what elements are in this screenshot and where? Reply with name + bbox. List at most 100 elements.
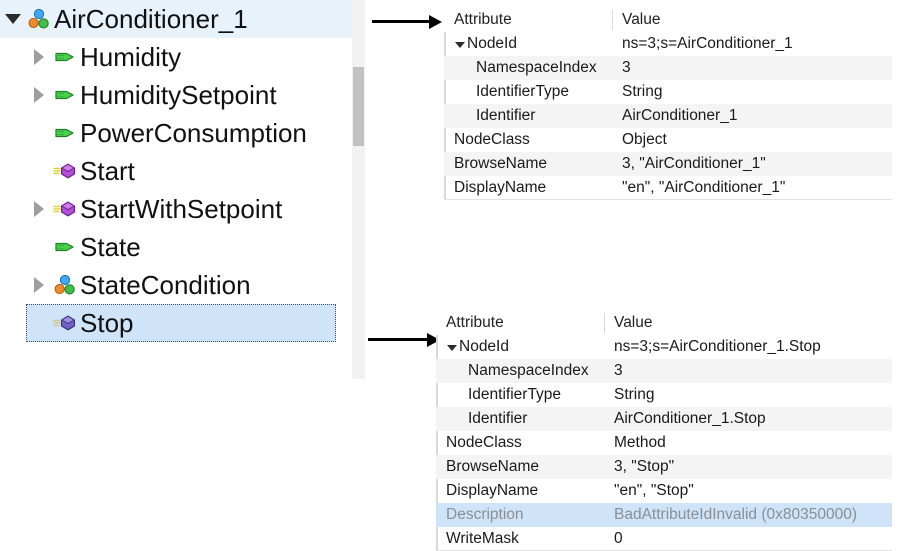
table-row[interactable]: Description BadAttributeIdInvalid (0x8035… xyxy=(436,503,892,527)
attribute-name-label: NodeId xyxy=(467,35,517,52)
attribute-value-cell: 3, "Stop" xyxy=(614,458,675,475)
table-row[interactable]: NamespaceIndex 3 xyxy=(444,56,892,80)
attribute-name-cell: NamespaceIndex xyxy=(444,59,612,77)
tree-scrollbar-thumb[interactable] xyxy=(353,67,364,146)
chevron-right-icon[interactable] xyxy=(26,201,52,217)
attribute-value-cell: ns=3;s=AirConditioner_1 xyxy=(622,35,793,52)
chevron-down-icon[interactable] xyxy=(446,345,458,351)
attribute-name-label: DisplayName xyxy=(454,179,547,196)
column-separator[interactable] xyxy=(612,10,613,30)
attribute-name-cell: NodeId xyxy=(444,35,612,53)
header-value: Value xyxy=(622,11,661,28)
variable-icon xyxy=(52,124,78,142)
chevron-down-icon[interactable] xyxy=(454,42,466,48)
arrow-to-top-table xyxy=(372,15,442,29)
attribute-name-cell: IdentifierType xyxy=(436,386,604,404)
tree-item-statecondition[interactable]: StateCondition xyxy=(26,266,366,304)
attribute-name-cell: NamespaceIndex xyxy=(436,362,604,380)
attribute-table-header: Attribute Value xyxy=(444,8,892,32)
attribute-name-label: Identifier xyxy=(476,107,536,124)
tree-item-label: HumiditySetpoint xyxy=(80,80,277,110)
attribute-value-cell: BadAttributeIdInvalid (0x80350000) xyxy=(614,506,857,523)
tree-item-startwithsetpoint[interactable]: StartWithSetpoint xyxy=(26,190,366,228)
tree-item-label: StartWithSetpoint xyxy=(80,194,283,224)
attribute-table-airconditioner[interactable]: Attribute Value NodeId ns=3;s=AirConditio… xyxy=(444,8,892,200)
method-icon xyxy=(52,161,78,181)
column-separator xyxy=(604,409,605,429)
column-separator xyxy=(612,34,613,54)
column-separator xyxy=(604,481,605,501)
chevron-right-icon[interactable] xyxy=(26,277,52,293)
table-row[interactable]: DisplayName"en", "AirConditioner_1" xyxy=(444,176,892,200)
attribute-name-cell: IdentifierType xyxy=(444,83,612,101)
attribute-name-label: DisplayName xyxy=(446,482,539,499)
attribute-name-label: NodeClass xyxy=(446,434,522,451)
tree-scrollbar-track[interactable] xyxy=(352,0,365,379)
table-row[interactable]: DisplayName "en", "Stop" xyxy=(436,479,892,503)
attribute-name-label: WriteMask xyxy=(446,530,519,547)
column-separator xyxy=(604,457,605,477)
table-left-rail xyxy=(436,311,438,551)
tree-item-airconditioner_1[interactable]: AirConditioner_1 xyxy=(0,0,352,38)
attribute-name-label: NamespaceIndex xyxy=(476,59,597,76)
variable-icon xyxy=(52,86,78,104)
column-separator xyxy=(612,154,613,174)
chevron-right-icon[interactable] xyxy=(26,49,52,65)
tree-item-label: State xyxy=(80,232,141,262)
object-icon xyxy=(26,8,52,30)
attribute-value-cell: ns=3;s=AirConditioner_1.Stop xyxy=(614,338,821,355)
attribute-value-cell: 3 xyxy=(622,59,631,76)
attribute-value-cell: String xyxy=(614,386,655,403)
arrow-to-bottom-table xyxy=(368,333,440,347)
chevron-down-icon[interactable] xyxy=(0,14,26,24)
tree-item-start[interactable]: Start xyxy=(26,152,366,190)
column-separator[interactable] xyxy=(604,313,605,333)
method-icon-selected xyxy=(52,313,78,333)
table-row[interactable]: NodeClass Method xyxy=(436,431,892,455)
object-icon xyxy=(52,274,78,296)
attribute-value-cell: String xyxy=(622,83,663,100)
attribute-name-label: NodeClass xyxy=(454,131,530,148)
tree-item-powerconsumption[interactable]: PowerConsumption xyxy=(26,114,366,152)
attribute-value-cell: Method xyxy=(614,434,666,451)
attribute-name-cell: WriteMask xyxy=(436,530,604,548)
table-row[interactable]: Identifier AirConditioner_1.Stop xyxy=(436,407,892,431)
tree-item-humidity[interactable]: Humidity xyxy=(26,38,366,76)
table-row[interactable]: NodeId ns=3;s=AirConditioner_1 xyxy=(444,32,892,56)
tree-item-state[interactable]: State xyxy=(26,228,366,266)
attribute-name-label: Description xyxy=(446,506,524,523)
attribute-value-cell: AirConditioner_1 xyxy=(622,107,738,124)
header-attribute: Attribute xyxy=(454,11,512,28)
table-row[interactable]: Identifier AirConditioner_1 xyxy=(444,104,892,128)
tree-item-humiditysetpoint[interactable]: HumiditySetpoint xyxy=(26,76,366,114)
attribute-name-cell: NodeClass xyxy=(444,131,612,149)
tree-item-label: PowerConsumption xyxy=(80,118,307,148)
variable-icon xyxy=(52,238,78,256)
chevron-right-icon[interactable] xyxy=(26,87,52,103)
tree-item-label: Start xyxy=(80,156,135,186)
attribute-value-cell: AirConditioner_1.Stop xyxy=(614,410,766,427)
attribute-name-cell: Identifier xyxy=(436,410,604,428)
attribute-name-cell: BrowseName xyxy=(444,155,612,173)
tree-item-label: Stop xyxy=(80,308,134,338)
attribute-name-label: BrowseName xyxy=(454,155,548,172)
attribute-value-cell: 3 xyxy=(614,362,623,379)
tree-item-stop[interactable]: Stop xyxy=(26,304,336,342)
column-separator xyxy=(612,82,613,102)
attribute-name-label: Identifier xyxy=(468,410,528,427)
table-row[interactable]: IdentifierType String xyxy=(444,80,892,104)
attribute-name-cell: DisplayName xyxy=(444,179,612,197)
header-attribute: Attribute xyxy=(446,314,504,331)
attribute-value-cell: "en", "Stop" xyxy=(614,482,694,499)
table-row[interactable]: IdentifierType String xyxy=(436,383,892,407)
attribute-name-cell: Description xyxy=(436,506,604,524)
table-row[interactable]: NamespaceIndex 3 xyxy=(436,359,892,383)
attribute-name-label: IdentifierType xyxy=(468,386,562,403)
